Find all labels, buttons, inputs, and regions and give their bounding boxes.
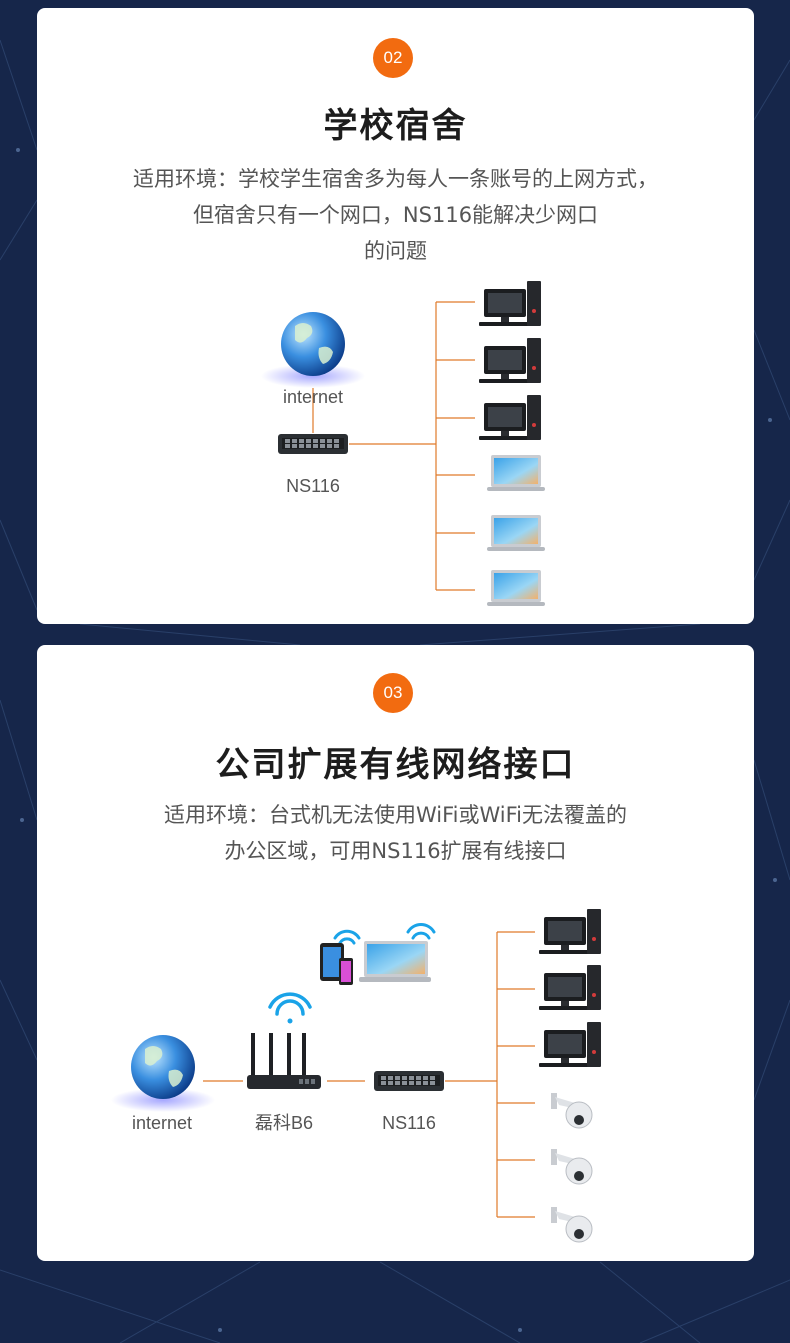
section-number-badge: 03 [373,673,413,713]
tablet-icon [320,943,344,981]
laptop-icon [487,515,545,551]
desktop-pc-icon [539,909,601,954]
description-line: 办公区域，可用NS116扩展有线接口 [224,839,567,863]
description-line: 的问题 [364,239,427,263]
description-line: 但宿舍只有一个网口，NS116能解决少网口 [192,203,599,227]
description-line: 适用环境：学校学生宿舍多为每人一条账号的上网方式， [133,167,658,191]
section-description: 适用环境：学校学生宿舍多为每人一条账号的上网方式， 但宿舍只有一个网口，NS11… [37,161,754,269]
wifi-signal-icon [268,992,312,1024]
section-number-badge: 02 [373,38,413,78]
section-description: 适用环境：台式机无法使用WiFi或WiFi无法覆盖的 办公区域，可用NS116扩… [37,797,754,869]
laptop-icon [359,941,431,982]
dome-camera-icon [551,1149,593,1185]
dome-camera-icon [551,1207,593,1243]
switch-label: NS116 [382,1113,436,1133]
ns116-switch-icon [278,434,348,454]
desktop-pc-icon [539,1022,601,1067]
dome-camera-icon [551,1093,593,1129]
internet-globe-icon [261,312,365,388]
internet-globe-icon [111,1035,215,1112]
router-icon [247,1033,321,1089]
ns116-switch-icon [374,1071,444,1091]
smartphone-icon [339,958,353,985]
internet-label: internet [283,387,343,407]
desktop-pc-icon [479,281,541,326]
laptop-icon [487,570,545,606]
network-diagram: internet NS116 [261,281,545,606]
desktop-pc-icon [539,965,601,1010]
desktop-pc-icon [479,338,541,383]
network-diagram: internet 磊科B6 [111,909,601,1243]
laptop-icon [487,455,545,491]
description-line: 适用环境：台式机无法使用WiFi或WiFi无法覆盖的 [163,803,628,827]
connector-lines [203,931,535,1218]
internet-label: internet [132,1113,192,1133]
switch-label: NS116 [286,476,340,496]
section-title: 公司扩展有线网络接口 [215,745,576,785]
router-label: 磊科B6 [255,1113,313,1133]
wifi-signal-icon [333,922,436,945]
desktop-pc-icon [479,395,541,440]
scenario-card-office: 03 公司扩展有线网络接口 适用环境：台式机无法使用WiFi或WiFi无法覆盖的… [37,645,754,1261]
connector-lines [312,301,475,591]
section-title: 学校宿舍 [323,106,468,146]
scenario-card-dormitory: 02 学校宿舍 适用环境：学校学生宿舍多为每人一条账号的上网方式， 但宿舍只有一… [37,8,754,624]
